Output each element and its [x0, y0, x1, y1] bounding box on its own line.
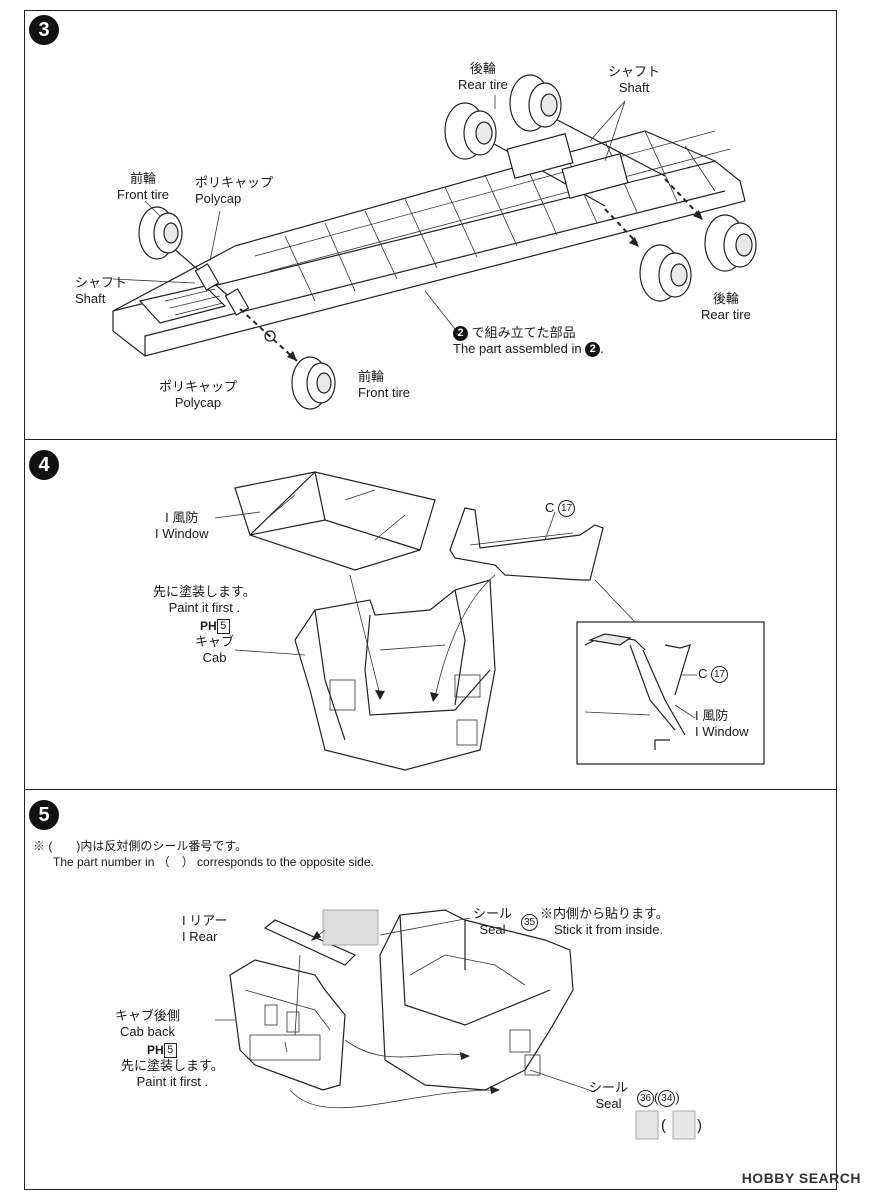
label-detail-c17: C 17: [698, 666, 729, 684]
label-paint-first: 先に塗装します。Paint it first .: [153, 584, 256, 615]
step-4-panel: 4: [24, 440, 837, 790]
label-paint-first-step5: 先に塗装します。Paint it first .: [121, 1058, 224, 1089]
seal-brackets: (: [661, 1117, 666, 1134]
label-c17: C 17: [545, 500, 576, 518]
cab-illustration: [214, 471, 765, 771]
cab-back-illustration: [215, 909, 696, 1140]
seal-36-34-numbers: 36(34): [637, 1090, 680, 1108]
step-3-number: 3: [29, 15, 59, 45]
step-ref-badge-en: 2: [585, 342, 601, 358]
seal-brackets-close: ): [697, 1117, 702, 1134]
step-5-panel: 5 ※ ( )内は反対側のシール番号です。 The part number in…: [24, 790, 837, 1190]
step-5-number: 5: [29, 800, 59, 830]
step-4-number: 4: [29, 450, 59, 480]
step-3-panel: 3: [24, 10, 837, 440]
note-opposite-side: ※ ( )内は反対側のシール番号です。 The part number in （…: [33, 839, 374, 869]
watermark: HOBBY SEARCH: [741, 1170, 861, 1186]
label-assembled-part: 2 で組み立てた部品 The part assembled in 2.: [453, 325, 604, 358]
chassis-illustration: [112, 74, 757, 410]
step-ref-badge: 2: [453, 326, 468, 342]
label-stick-inside: ※内側から貼ります。Stick it from inside.: [540, 906, 669, 937]
seal-35-number: 35: [521, 914, 538, 932]
